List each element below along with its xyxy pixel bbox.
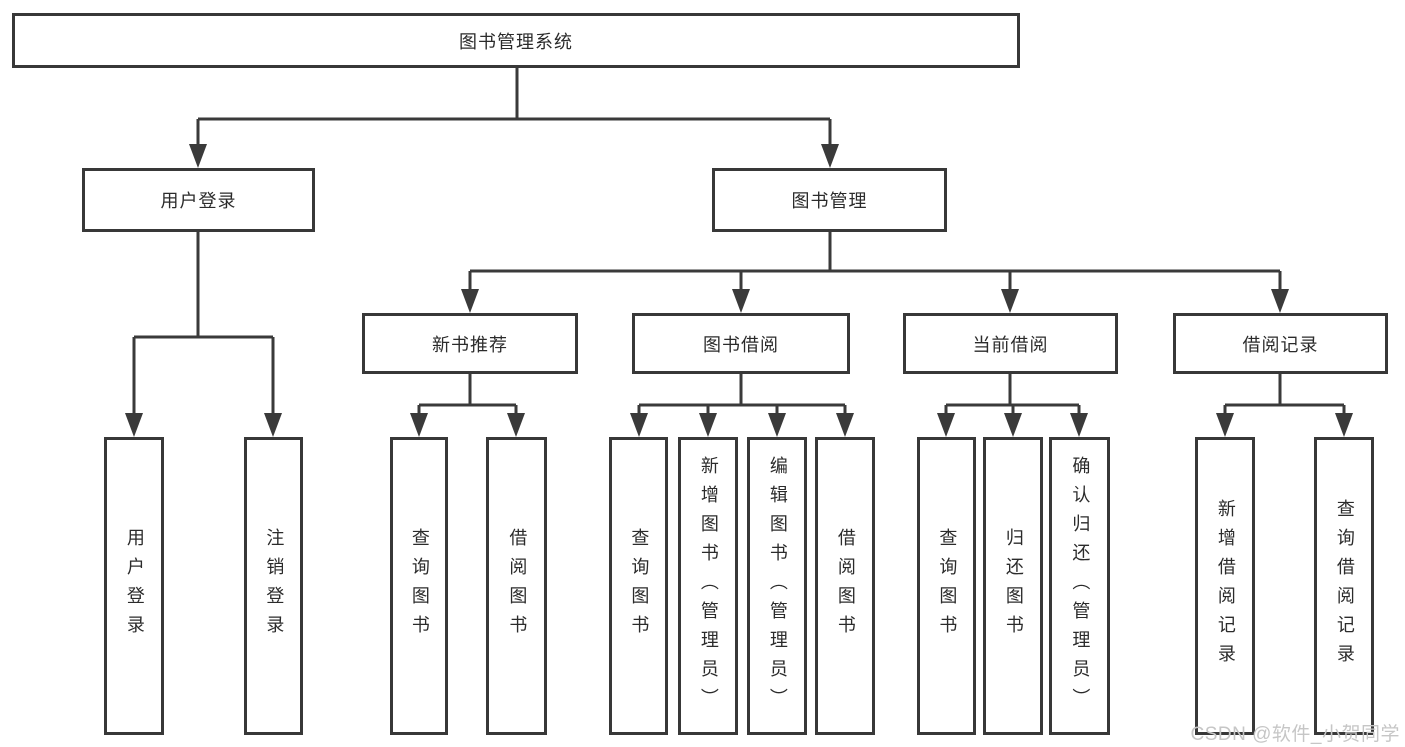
connector-paths xyxy=(132,68,1346,415)
leaf-logout-label: 注销登录 xyxy=(264,528,285,644)
leaf-cb-confirm-return-admin-label: 确认归还（管理员） xyxy=(1070,455,1091,717)
node-book-management-label: 图书管理 xyxy=(791,191,868,211)
leaf-br-add-borrow-record-label: 新增借阅记录 xyxy=(1215,499,1236,673)
leaf-logout: 注销登录 xyxy=(244,437,303,735)
leaf-br-add-borrow-record: 新增借阅记录 xyxy=(1195,437,1255,735)
leaf-cb-return-books-label: 归还图书 xyxy=(1003,528,1024,644)
leaf-bb-borrow-books-label: 借阅图书 xyxy=(835,528,856,644)
leaf-user-login: 用户登录 xyxy=(104,437,164,735)
node-new-book-recommend: 新书推荐 xyxy=(362,313,578,374)
leaf-cb-return-books: 归还图书 xyxy=(983,437,1043,735)
leaf-nb-query-books-label: 查询图书 xyxy=(409,528,430,644)
leaf-nb-borrow-books: 借阅图书 xyxy=(486,437,547,735)
node-new-book-recommend-label: 新书推荐 xyxy=(432,334,508,355)
leaf-br-query-borrow-record: 查询借阅记录 xyxy=(1314,437,1374,735)
leaf-bb-add-book-admin-label: 新增图书（管理员） xyxy=(698,455,719,717)
node-borrow-record-label: 借阅记录 xyxy=(1242,334,1319,355)
leaf-cb-query-books-label: 查询图书 xyxy=(937,528,958,644)
node-current-borrow-label: 当前借阅 xyxy=(972,334,1049,355)
leaf-bb-add-book-admin: 新增图书（管理员） xyxy=(678,437,738,735)
node-user-login: 用户登录 xyxy=(82,168,315,232)
leaf-bb-edit-book-admin: 编辑图书（管理员） xyxy=(747,437,807,735)
leaf-nb-query-books: 查询图书 xyxy=(390,437,448,735)
arrowheads xyxy=(125,144,1353,437)
leaf-nb-borrow-books-label: 借阅图书 xyxy=(507,528,528,644)
node-borrow-record: 借阅记录 xyxy=(1173,313,1388,374)
leaf-user-login-label: 用户登录 xyxy=(124,528,145,644)
node-user-login-label: 用户登录 xyxy=(160,191,237,211)
leaf-bb-borrow-books: 借阅图书 xyxy=(815,437,875,735)
node-root: 图书管理系统 xyxy=(12,13,1020,68)
node-current-borrow: 当前借阅 xyxy=(903,313,1118,374)
leaf-cb-query-books: 查询图书 xyxy=(917,437,976,735)
node-book-borrow: 图书借阅 xyxy=(632,313,850,374)
leaf-bb-edit-book-admin-label: 编辑图书（管理员） xyxy=(767,455,788,717)
leaf-cb-confirm-return-admin: 确认归还（管理员） xyxy=(1049,437,1110,735)
node-root-label: 图书管理系统 xyxy=(459,31,573,52)
leaf-br-query-borrow-record-label: 查询借阅记录 xyxy=(1334,499,1355,673)
node-book-borrow-label: 图书借阅 xyxy=(703,334,779,355)
leaf-bb-query-books: 查询图书 xyxy=(609,437,668,735)
node-book-management: 图书管理 xyxy=(712,168,947,232)
csdn-watermark: CSDN @软件_小贺同学 xyxy=(1190,724,1400,745)
leaf-bb-query-books-label: 查询图书 xyxy=(629,528,650,644)
